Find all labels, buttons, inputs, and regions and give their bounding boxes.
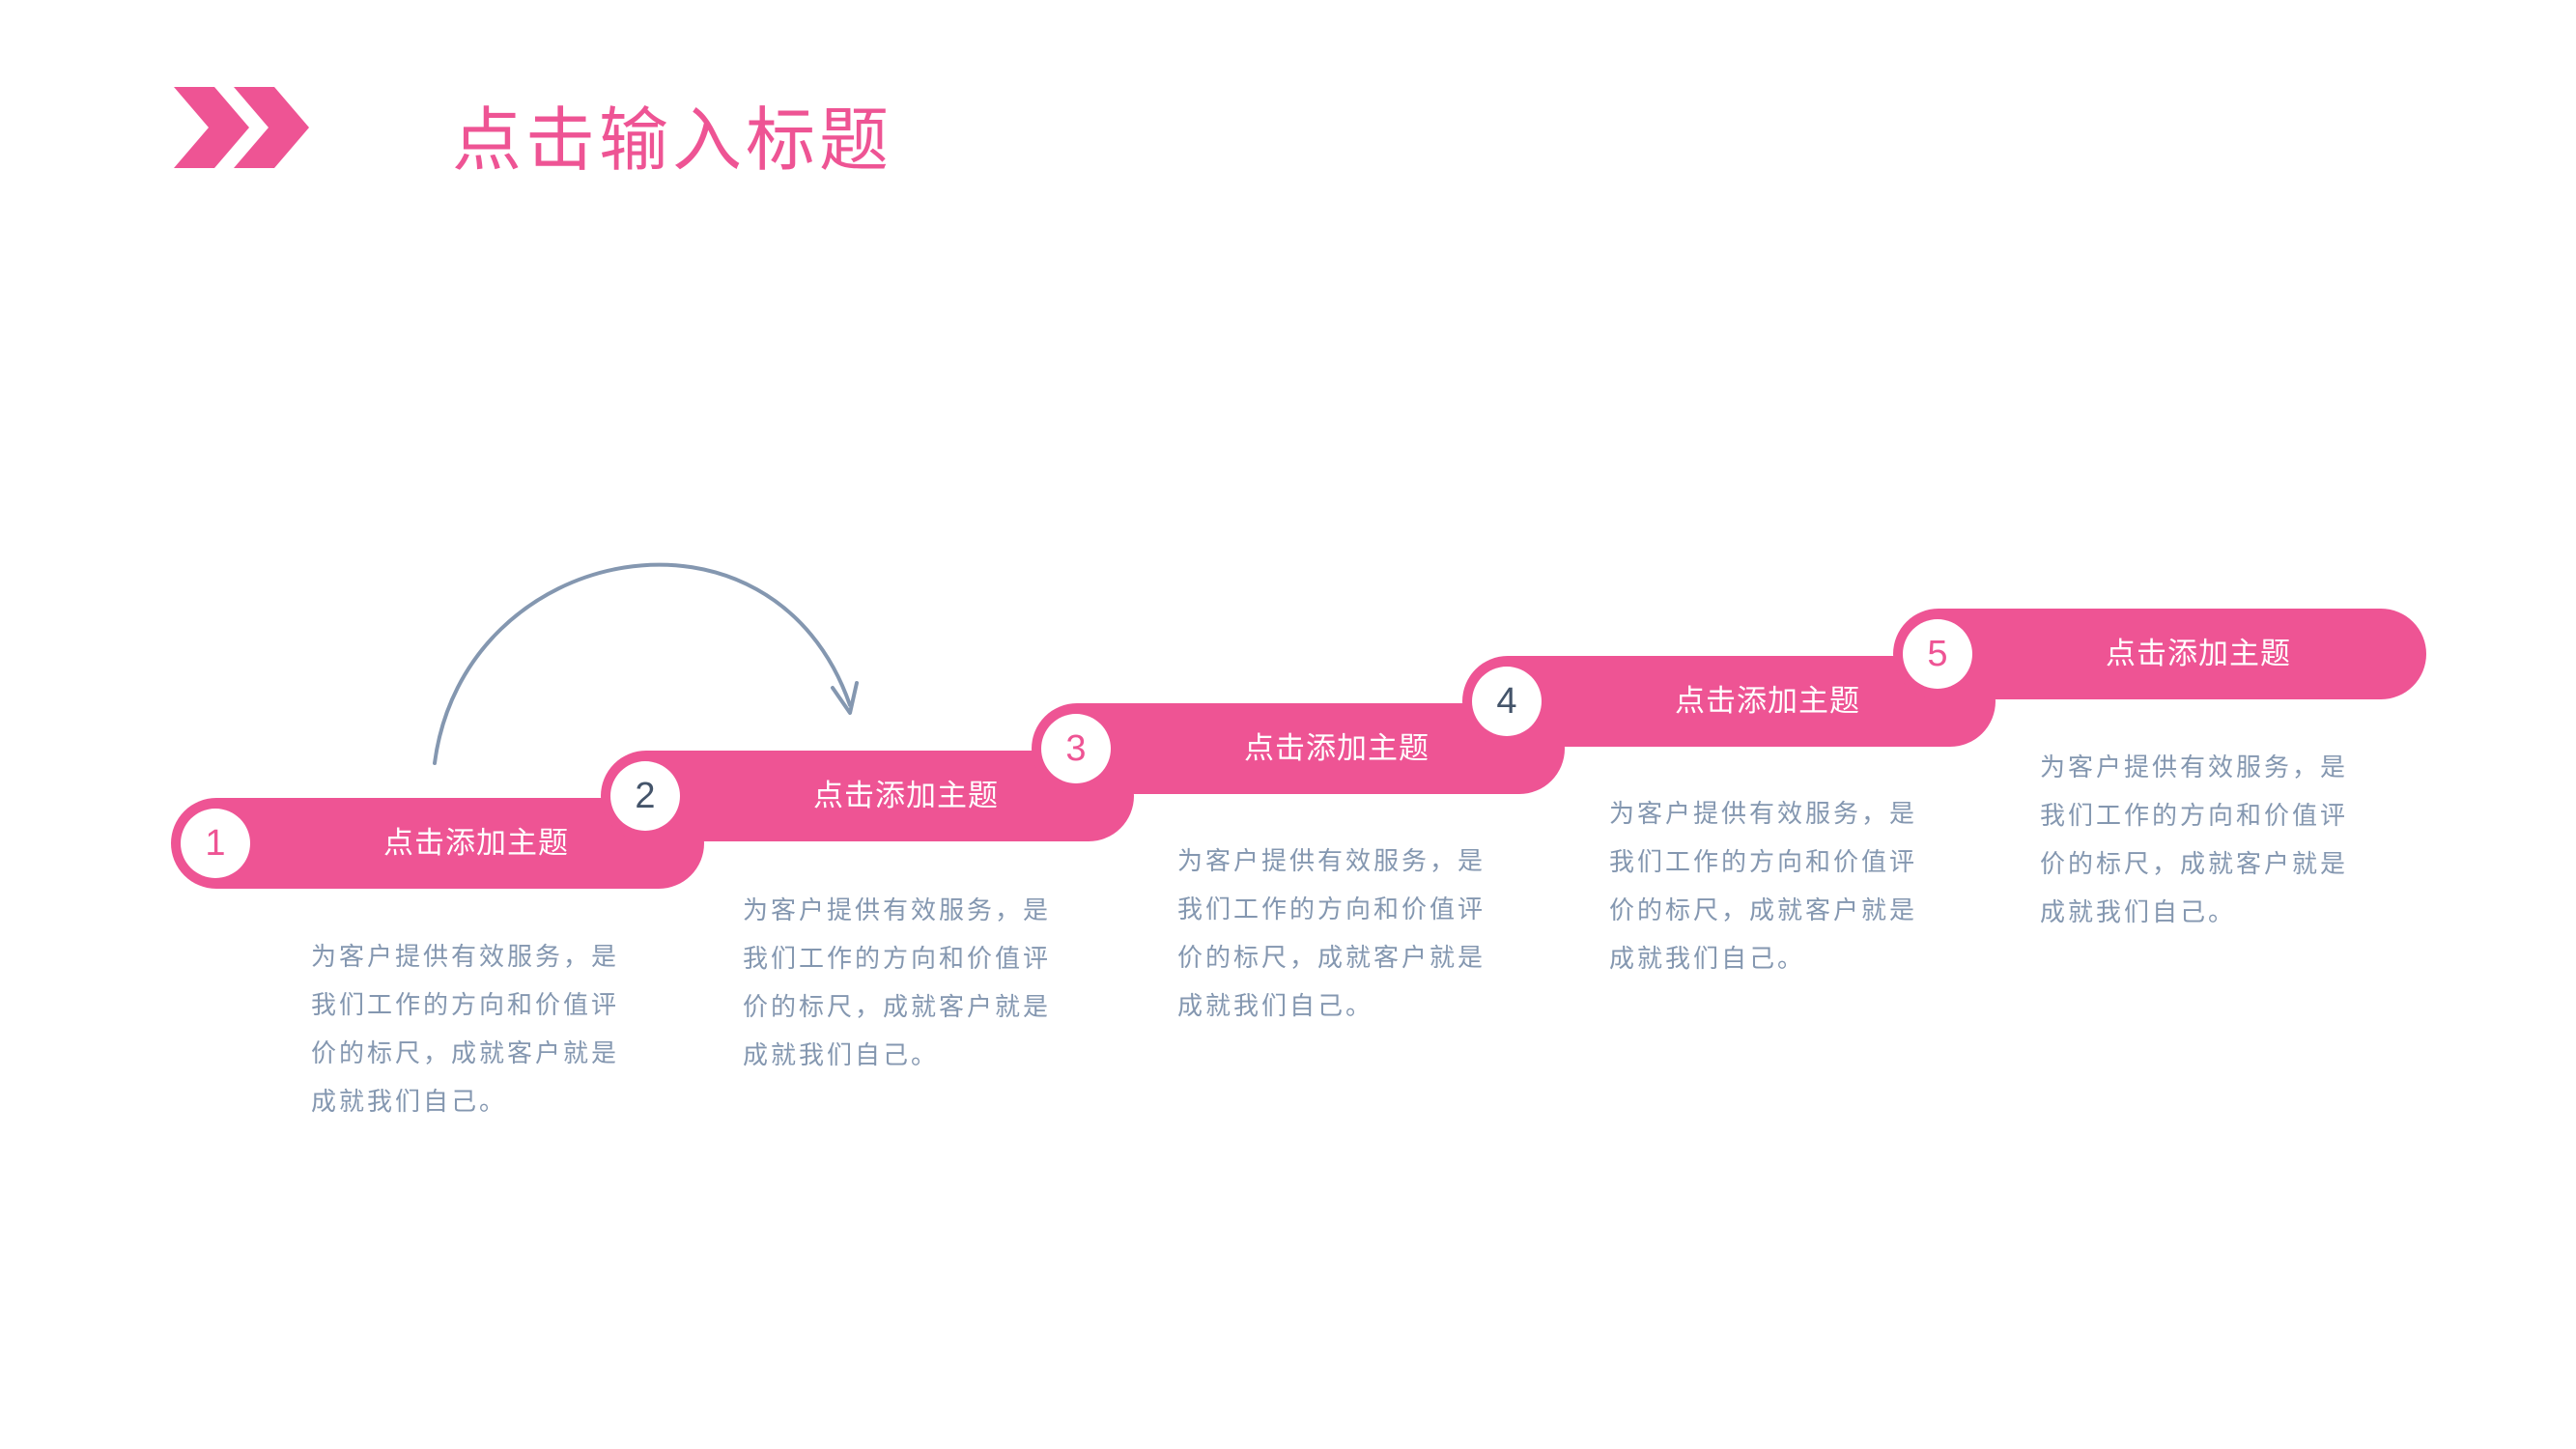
- step-title[interactable]: 点击添加主题: [383, 826, 569, 861]
- step-title[interactable]: 点击添加主题: [813, 779, 999, 813]
- step-title[interactable]: 点击添加主题: [1675, 684, 1860, 719]
- step-title[interactable]: 点击添加主题: [2106, 637, 2291, 671]
- step-description: 为客户提供有效服务，是我们工作的方向和价值评价的标尺，成就客户就是成就我们自己。: [2040, 753, 2349, 927]
- double-chevron-right-icon: [174, 87, 309, 168]
- step-title[interactable]: 点击添加主题: [1244, 731, 1430, 766]
- step-description: 为客户提供有效服务，是我们工作的方向和价值评价的标尺，成就客户就是成就我们自己。: [1177, 847, 1486, 1021]
- step-description: 为客户提供有效服务，是我们工作的方向和价值评价的标尺，成就客户就是成就我们自己。: [1609, 800, 1918, 974]
- step-number-badge: 3: [1041, 714, 1111, 783]
- step-number-badge: 5: [1903, 619, 1972, 689]
- step-description: 为客户提供有效服务，是我们工作的方向和价值评价的标尺，成就客户就是成就我们自己。: [743, 896, 1052, 1070]
- step-number-badge: 1: [181, 809, 250, 878]
- step-bar-5[interactable]: 5 点击添加主题: [1893, 609, 2426, 699]
- page-title[interactable]: 点击输入标题: [452, 99, 893, 181]
- step-number-badge: 4: [1472, 667, 1542, 736]
- step-description: 为客户提供有效服务，是我们工作的方向和价值评价的标尺，成就客户就是成就我们自己。: [311, 943, 620, 1117]
- step-bar-1[interactable]: 1 点击添加主题: [171, 798, 704, 889]
- step-number-badge: 2: [610, 761, 680, 831]
